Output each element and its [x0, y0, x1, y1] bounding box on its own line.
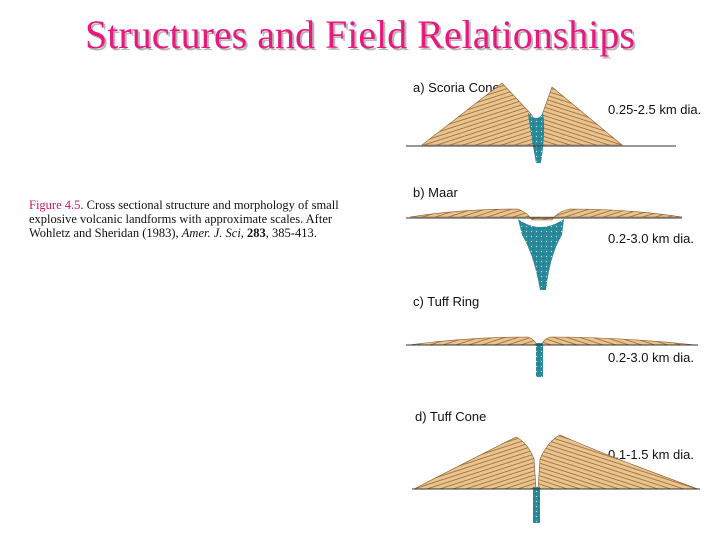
panel-b-dimension: 0.2-3.0 km dia. — [608, 231, 694, 246]
caption-text: . Cross sectional structure and morpholo… — [29, 198, 339, 240]
caption-text-2: , — [240, 226, 248, 240]
tuff-cone-left-flank — [413, 436, 537, 490]
panel-d-dimension: 0.1-1.5 km dia. — [608, 447, 694, 462]
caption-pages: , 385-413. — [265, 226, 317, 240]
tuff-ring-right-rim — [540, 336, 697, 346]
panel-c-label: c) Tuff Ring — [413, 294, 479, 309]
volcanic-landforms-figure: a) Scoria Cone 0.25-2.5 km dia. b) Maar … — [400, 75, 715, 535]
tuff-ring-conduit — [536, 343, 543, 377]
scoria-cone-conduit — [528, 113, 545, 163]
panel-a-dimension: 0.25-2.5 km dia. — [608, 102, 701, 117]
maar-diatreme — [518, 219, 564, 290]
panel-tuff-cone: d) Tuff Cone 0.1-1.5 km dia. — [412, 409, 700, 523]
slide-title: Structures and Field Relationships — [85, 12, 635, 57]
figure-label: Figure 4.5 — [29, 198, 81, 212]
panel-maar: b) Maar 0.2-3.0 km dia. — [406, 185, 694, 290]
tuff-cone-conduit — [533, 487, 540, 523]
caption-volume: 283 — [247, 226, 266, 240]
panel-a-label: a) Scoria Cone — [413, 80, 500, 95]
maar-tephra-ring — [409, 208, 683, 221]
panel-tuff-ring: c) Tuff Ring 0.2-3.0 km dia. — [406, 294, 698, 377]
tuff-cone-right-flank — [537, 434, 699, 490]
panel-d-label: d) Tuff Cone — [415, 409, 486, 424]
panel-b-label: b) Maar — [413, 185, 458, 200]
panel-c-dimension: 0.2-3.0 km dia. — [608, 350, 694, 365]
scoria-cone-left-flank — [421, 82, 539, 146]
caption-journal: Amer. J. Sci — [181, 226, 241, 240]
panel-scoria-cone: a) Scoria Cone 0.25-2.5 km dia. — [406, 80, 701, 163]
tuff-ring-left-rim — [407, 336, 538, 346]
figure-caption: Figure 4.5. Cross sectional structure an… — [29, 198, 349, 240]
